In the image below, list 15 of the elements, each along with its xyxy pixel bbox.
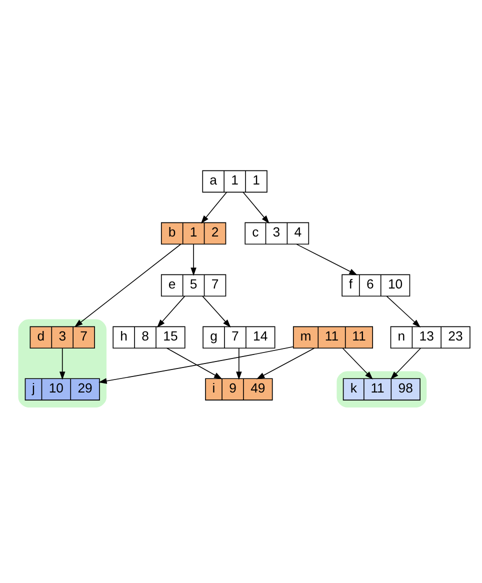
arrow (390, 347, 422, 379)
arrow (59, 347, 66, 380)
arrow (342, 347, 373, 379)
arrow (200, 191, 228, 224)
arrow (236, 347, 242, 380)
arrow (202, 295, 231, 328)
arrow (190, 243, 196, 276)
arrow (386, 295, 421, 327)
arrow (98, 346, 294, 384)
arrow (242, 191, 270, 224)
arrow (156, 295, 186, 328)
arrow (166, 347, 222, 379)
arrow (256, 347, 315, 379)
arrow (296, 243, 358, 275)
arrow (74, 243, 182, 327)
